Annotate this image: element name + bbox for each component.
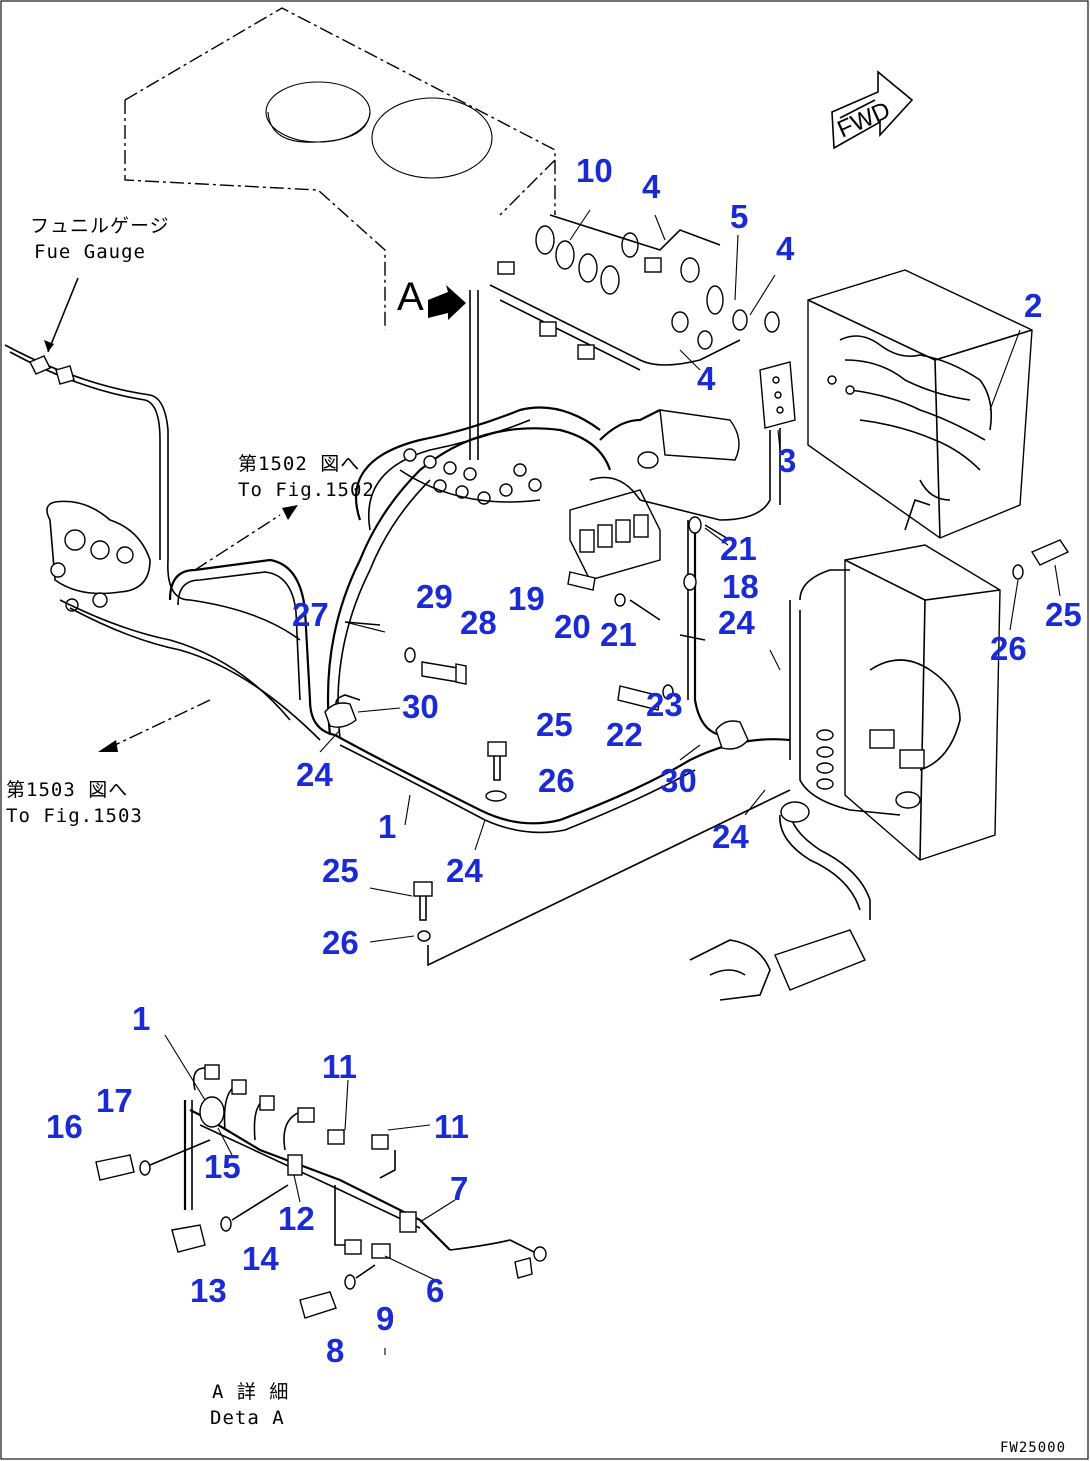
callout-13: 13 [190,1272,227,1309]
fuel-gauge-connector [29,277,79,385]
callout-28: 28 [460,604,497,641]
fasteners-main [324,516,1070,967]
callout-17: 17 [96,1082,133,1119]
callout-12: 12 [278,1200,315,1237]
callout-14: 14 [242,1240,279,1277]
callout-7: 7 [450,1170,468,1207]
drawing-code: FW25000 [1000,1440,1066,1456]
callout-2: 2 [1024,287,1042,324]
fwd-sign [831,70,914,150]
controller-box [789,498,1001,861]
callout-1-a: 1 [378,808,396,845]
callout-4-b: 4 [776,230,795,267]
callout-4-a: 4 [642,168,661,205]
callout-29: 29 [416,578,453,615]
callout-5: 5 [730,198,748,235]
callout-24-b: 24 [296,756,333,793]
fwd-label: FWD [833,97,894,144]
callout-16: 16 [46,1108,83,1145]
lower-right-harness [689,801,871,1001]
callout-4-c: 4 [697,360,716,397]
callout-11-a: 11 [322,1048,357,1085]
left-connector-cluster [46,500,321,741]
callout-30-a: 30 [402,688,439,725]
callout-1-b: 1 [132,1000,150,1037]
callout-20: 20 [554,608,591,645]
callout-25-b: 25 [536,706,573,743]
detail-a-assembly [95,1034,547,1355]
note-to-fig-1502-jp: 第1502 図へ [238,453,360,475]
callout-9: 9 [376,1300,394,1337]
view-a-arrow [428,285,466,320]
note-to-fig-1502-en: To Fig.1502 [238,479,375,501]
note-fuel-gauge-en: Fue Gauge [34,241,146,263]
leader-lines [319,209,1061,943]
cab-outline [4,7,556,641]
relay-block [637,361,796,521]
callout-25-c: 25 [322,852,359,889]
callout-27: 27 [292,596,329,633]
note-detail-a-jp: A 詳 細 [212,1381,289,1403]
switch-cluster [469,214,780,460]
callout-26-c: 26 [322,924,359,961]
callout-10: 10 [576,152,613,189]
callout-24-d: 24 [446,852,483,889]
center-connector-block [569,476,661,581]
fuse-box [807,269,1033,539]
callout-21-a: 21 [720,530,757,567]
main-harness-loop [168,406,791,834]
callout-22: 22 [606,716,643,753]
callout-19: 19 [508,580,545,617]
note-detail-a-en: Deta A [210,1407,285,1429]
callout-15: 15 [204,1148,241,1185]
note-to-fig-1503-en: To Fig.1503 [6,805,143,827]
callout-26-b: 26 [538,762,575,799]
note-to-fig-1503-jp: 第1503 図へ [6,779,128,801]
callout-18: 18 [722,568,759,605]
callout-11-b: 11 [434,1108,469,1145]
callout-24-c: 24 [712,818,749,855]
callout-26-a: 26 [990,630,1027,667]
note-fuel-gauge-jp: フュニルゲージ [30,215,170,237]
callout-6: 6 [426,1272,444,1309]
callout-8: 8 [326,1332,344,1369]
callout-23: 23 [646,686,683,723]
view-a-label: A [397,275,424,319]
callout-25-a: 25 [1045,596,1082,633]
callout-21-b: 21 [600,616,637,653]
harness-bundle-connectors [399,448,542,505]
callout-30-b: 30 [660,762,697,799]
callout-3: 3 [778,442,796,479]
callout-24-a: 24 [718,604,755,641]
figure-arrows [98,505,298,752]
